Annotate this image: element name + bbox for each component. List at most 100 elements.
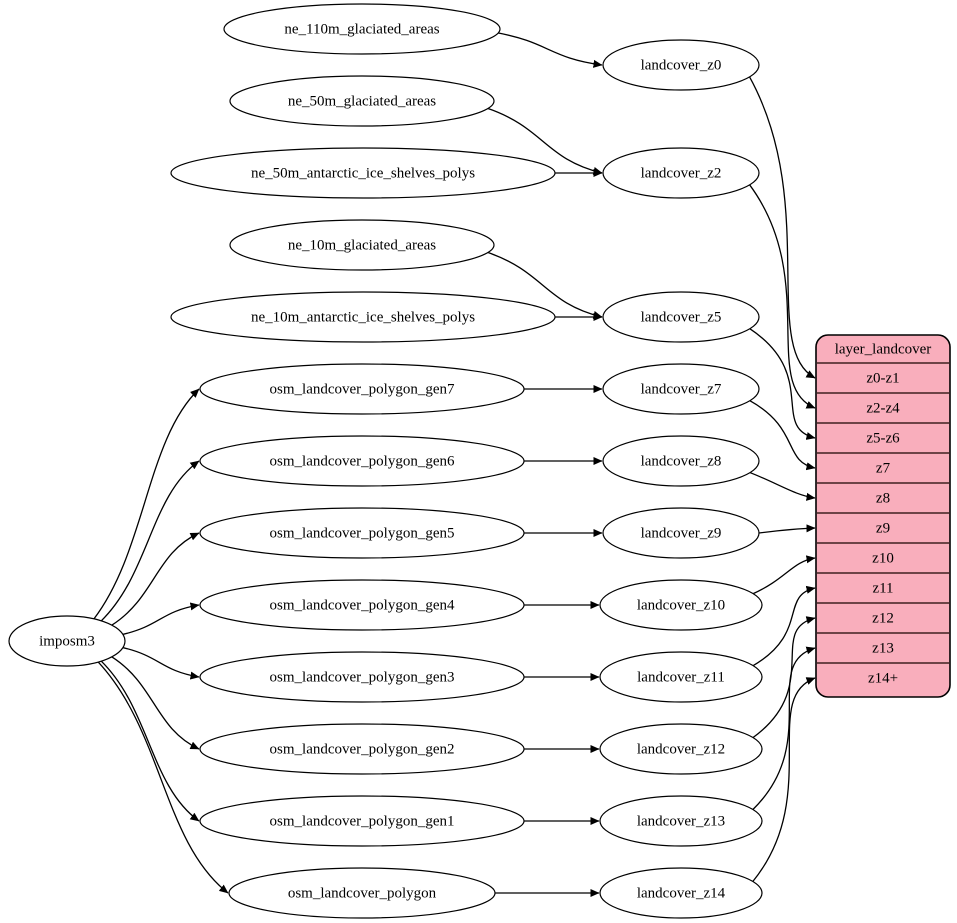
node-ellipse xyxy=(199,507,525,559)
row-label: z13 xyxy=(872,640,894,656)
node-osm_landcover_polygon_gen3[interactable]: osm_landcover_polygon_gen3 xyxy=(199,651,525,703)
edge-imposm3-to-osm_landcover_polygon_gen7 xyxy=(93,388,200,620)
node-label: ne_50m_glaciated_areas xyxy=(288,93,436,109)
node-ne_50m_glaciated_areas[interactable]: ne_50m_glaciated_areas xyxy=(229,75,495,127)
node-landcover_z12[interactable]: landcover_z12 xyxy=(599,723,763,775)
row-label: z5-z6 xyxy=(866,430,900,446)
node-imposm3[interactable]: imposm3 xyxy=(8,615,126,667)
edge-imposm3-to-osm_landcover_polygon_gen3 xyxy=(121,646,200,680)
table-row-z2-z4[interactable]: z2-z4 xyxy=(817,392,949,416)
node-ellipse xyxy=(602,147,760,199)
row-label: z9 xyxy=(876,520,890,536)
table-row-z11[interactable]: z11 xyxy=(817,572,949,596)
table-row-z5-z6[interactable]: z5-z6 xyxy=(817,422,949,446)
node-label: osm_landcover_polygon_gen1 xyxy=(270,813,455,829)
table-row-z8[interactable]: z8 xyxy=(817,482,949,506)
node-osm_landcover_polygon_gen4[interactable]: osm_landcover_polygon_gen4 xyxy=(199,579,525,631)
table-row-z12[interactable]: z12 xyxy=(817,602,949,626)
table-row-z10[interactable]: z10 xyxy=(817,542,949,566)
row-label: z10 xyxy=(872,550,894,566)
edge-landcover_z5-to-layer_landcover-z5-z6 xyxy=(748,327,816,440)
node-label: landcover_z13 xyxy=(637,813,725,829)
node-ellipse xyxy=(228,867,496,919)
node-landcover_z10[interactable]: landcover_z10 xyxy=(599,579,763,631)
edge-landcover_z13-to-layer_landcover-z13 xyxy=(751,646,816,811)
node-label: landcover_z8 xyxy=(641,453,722,469)
edge-landcover_z7-to-layer_landcover-z7 xyxy=(748,399,816,471)
edges-layer xyxy=(93,31,816,898)
node-landcover_z14[interactable]: landcover_z14 xyxy=(599,867,763,919)
node-landcover_z8[interactable]: landcover_z8 xyxy=(602,435,760,487)
edge-ne_10m_glaciated_areas-to-landcover_z5 xyxy=(486,251,603,319)
node-label: osm_landcover_polygon_gen7 xyxy=(270,381,455,397)
edge-imposm3-to-osm_landcover_polygon_gen6 xyxy=(100,460,200,622)
node-ellipse xyxy=(199,723,525,775)
node-ne_110m_glaciated_areas[interactable]: ne_110m_glaciated_areas xyxy=(223,3,501,55)
edge-landcover_z8-to-layer_landcover-z8 xyxy=(749,471,816,501)
node-osm_landcover_polygon_gen2[interactable]: osm_landcover_polygon_gen2 xyxy=(199,723,525,775)
row-label: z7 xyxy=(876,460,891,476)
node-osm_landcover_polygon_gen1[interactable]: osm_landcover_polygon_gen1 xyxy=(199,795,525,847)
edge-landcover_z0-to-layer_landcover-z0-z1 xyxy=(748,75,816,379)
node-ellipse xyxy=(8,615,126,667)
table-background xyxy=(815,334,951,698)
node-ellipse xyxy=(199,579,525,631)
node-ellipse xyxy=(223,3,501,55)
node-label: landcover_z7 xyxy=(641,381,722,397)
node-label: landcover_z11 xyxy=(637,669,725,685)
table-header-label: layer_landcover xyxy=(835,341,932,357)
edge-imposm3-to-osm_landcover_polygon_gen1 xyxy=(100,660,200,822)
edge-landcover_z2-to-layer_landcover-z2-z4 xyxy=(748,183,816,409)
node-ellipse xyxy=(602,363,760,415)
node-ellipse xyxy=(229,219,495,271)
table-row-z7[interactable]: z7 xyxy=(817,452,949,476)
node-label: osm_landcover_polygon xyxy=(288,885,437,901)
node-label: ne_10m_glaciated_areas xyxy=(288,237,436,253)
edge-ne_110m_glaciated_areas-to-landcover_z0 xyxy=(496,31,603,68)
node-ne_50m_antarctic_ice_shelves_polys[interactable]: ne_50m_antarctic_ice_shelves_polys xyxy=(170,147,556,199)
node-landcover_z11[interactable]: landcover_z11 xyxy=(599,651,763,703)
node-landcover_z0[interactable]: landcover_z0 xyxy=(602,39,760,91)
node-landcover_z2[interactable]: landcover_z2 xyxy=(602,147,760,199)
table-row-z13[interactable]: z13 xyxy=(817,632,949,656)
node-landcover_z7[interactable]: landcover_z7 xyxy=(602,363,760,415)
node-label: landcover_z10 xyxy=(637,597,725,613)
row-label: z2-z4 xyxy=(866,400,900,416)
node-label: landcover_z0 xyxy=(641,57,722,73)
layer-table-group[interactable]: layer_landcover z0-z1 z2-z4 z5-z6 z7 z8 z9 z10 z… xyxy=(815,334,951,698)
row-label: z12 xyxy=(872,610,894,626)
node-osm_landcover_polygon_gen6[interactable]: osm_landcover_polygon_gen6 xyxy=(199,435,525,487)
node-label: landcover_z2 xyxy=(641,165,722,181)
node-ellipse xyxy=(599,651,763,703)
node-label: osm_landcover_polygon_gen6 xyxy=(270,453,455,469)
node-ellipse xyxy=(599,723,763,775)
node-ellipse xyxy=(170,147,556,199)
nodes-layer: imposm3 ne_110m_glaciated_areas ne_50m_gla… xyxy=(8,3,763,919)
edge-landcover_z12-to-layer_landcover-z12 xyxy=(752,616,816,739)
table-row-z0-z1[interactable]: z0-z1 xyxy=(817,362,949,386)
node-ne_10m_glaciated_areas[interactable]: ne_10m_glaciated_areas xyxy=(229,219,495,271)
edge-imposm3-to-osm_landcover_polygon xyxy=(97,661,229,894)
edge-landcover_z14-to-layer_landcover-z14+ xyxy=(751,677,816,883)
node-label: osm_landcover_polygon_gen3 xyxy=(270,669,455,685)
edge-imposm3-to-osm_landcover_polygon_gen2 xyxy=(111,655,200,750)
node-osm_landcover_polygon_gen7[interactable]: osm_landcover_polygon_gen7 xyxy=(199,363,525,415)
edge-ne_50m_glaciated_areas-to-landcover_z2 xyxy=(486,107,603,175)
row-label: z11 xyxy=(872,580,893,596)
edge-imposm3-to-osm_landcover_polygon_gen4 xyxy=(121,602,200,636)
node-landcover_z9[interactable]: landcover_z9 xyxy=(602,507,760,559)
node-ne_10m_antarctic_ice_shelves_polys[interactable]: ne_10m_antarctic_ice_shelves_polys xyxy=(170,291,556,343)
node-osm_landcover_polygon[interactable]: osm_landcover_polygon xyxy=(228,867,496,919)
edge-imposm3-to-osm_landcover_polygon_gen5 xyxy=(111,532,200,627)
layer-landcover-table: layer_landcover z0-z1 z2-z4 z5-z6 z7 z8 z9 z10 z… xyxy=(815,334,951,698)
node-osm_landcover_polygon_gen5[interactable]: osm_landcover_polygon_gen5 xyxy=(199,507,525,559)
node-landcover_z13[interactable]: landcover_z13 xyxy=(599,795,763,847)
table-row-z9[interactable]: z9 xyxy=(817,512,949,536)
node-landcover_z5[interactable]: landcover_z5 xyxy=(602,291,760,343)
table-row-z14+[interactable]: z14+ xyxy=(817,662,949,686)
node-ellipse xyxy=(602,507,760,559)
edge-landcover_z10-to-layer_landcover-z10 xyxy=(752,555,816,595)
node-label: ne_10m_antarctic_ice_shelves_polys xyxy=(251,309,475,325)
